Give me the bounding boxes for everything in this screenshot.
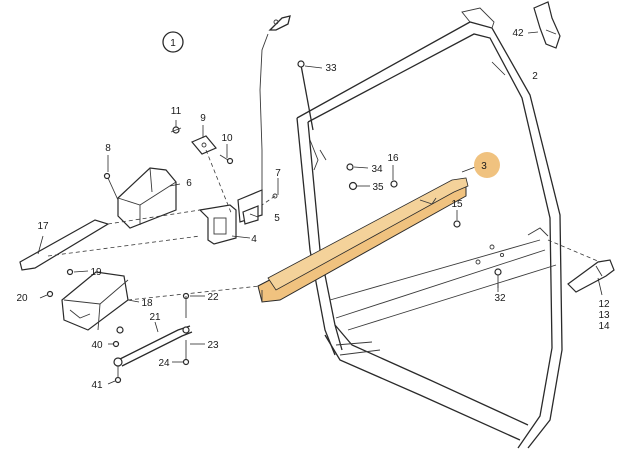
callout-34[interactable]: 34 [371,164,383,175]
callout-41[interactable]: 41 [91,380,103,391]
callout-8[interactable]: 8 [105,143,111,154]
leader-lines [37,31,603,385]
housing-part-18 [46,268,261,334]
callout-11[interactable]: 11 [171,106,182,117]
callout-35[interactable]: 35 [372,182,384,193]
lever-part-42 [533,1,561,49]
strip-part-17 [19,209,201,271]
rod-part-33 [297,60,314,131]
fasteners [346,163,502,288]
bracket-assembly [198,185,278,245]
callout-42[interactable]: 42 [512,28,524,39]
clip-parts-9-10-11 [170,126,234,216]
callout-14[interactable]: 14 [598,321,610,332]
callout-16[interactable]: 16 [387,153,399,164]
callout-3-highlight[interactable]: 3 [474,152,500,178]
callout-4[interactable]: 4 [251,234,257,245]
cable-top [259,15,291,185]
callout-18[interactable]: 18 [141,298,153,309]
callout-40[interactable]: 40 [91,340,103,351]
callout-15[interactable]: 15 [451,199,463,210]
callout-33[interactable]: 33 [325,63,337,74]
callout-10[interactable]: 10 [221,133,233,144]
door-frame [296,7,563,449]
callout-19[interactable]: 19 [90,267,102,278]
callout-23[interactable]: 23 [207,340,219,351]
callout-32[interactable]: 32 [494,293,506,304]
callout-13[interactable]: 13 [598,310,610,321]
callout-9[interactable]: 9 [200,113,206,124]
callout-6[interactable]: 6 [186,178,192,189]
view-number: 1 [170,38,176,49]
callout-12[interactable]: 12 [598,299,610,310]
callout-7[interactable]: 7 [275,168,281,179]
callout-3: 3 [481,161,487,172]
callout-17[interactable]: 17 [37,221,49,232]
callout-5[interactable]: 5 [274,213,280,224]
window-channel-highlighted [257,177,469,303]
callout-20[interactable]: 20 [16,293,28,304]
handle-part-12 [547,239,615,293]
callout-24[interactable]: 24 [158,358,170,369]
callout-2[interactable]: 2 [532,71,538,82]
view-number-badge: 1 [162,31,184,53]
callout-21[interactable]: 21 [149,312,161,323]
housing-part-6 [103,167,177,229]
linkage-rod-21 [112,292,193,384]
callout-22[interactable]: 22 [207,292,219,303]
